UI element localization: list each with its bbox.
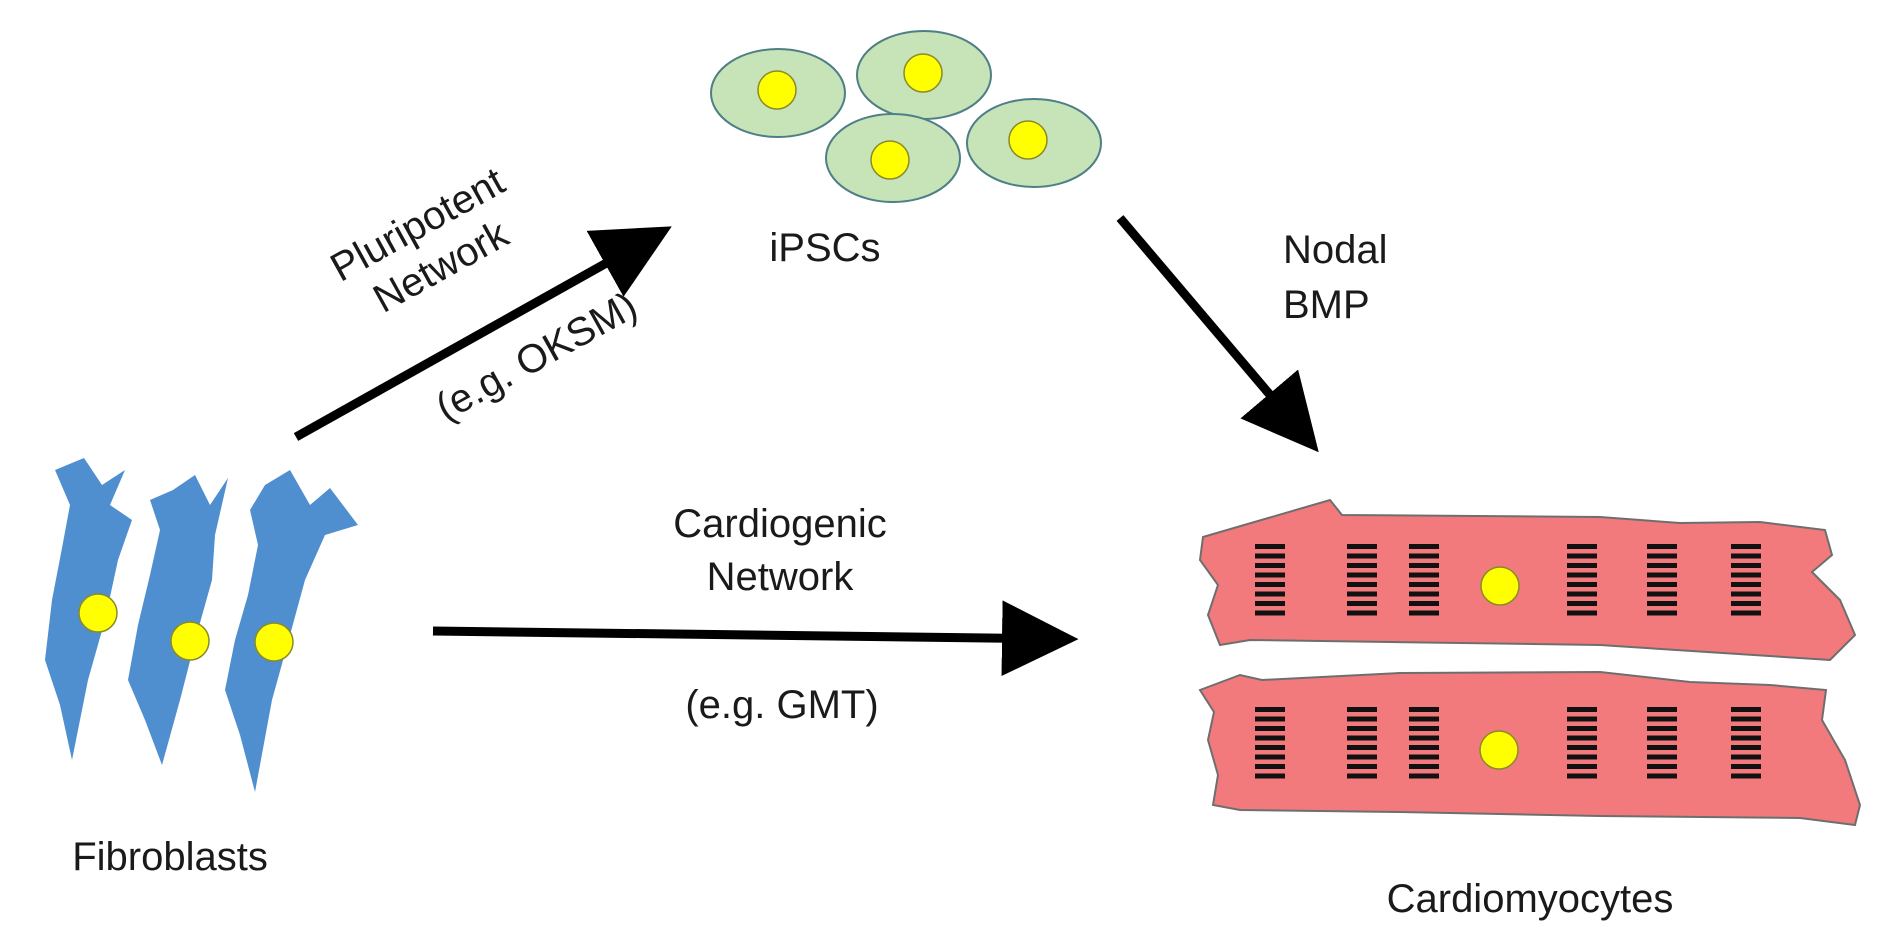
cardiogenic-arrow — [432, 600, 1079, 676]
ipsc-nucleus — [903, 53, 943, 93]
pluripotent-arrow — [293, 226, 672, 441]
sarcomere-band — [1347, 707, 1377, 779]
ipsc-nucleus — [757, 70, 797, 110]
sarcomere-band — [1731, 544, 1761, 616]
sarcomere-band — [1255, 707, 1285, 779]
cardiogenic-example-label: (e.g. GMT) — [685, 683, 878, 727]
fibroblast-cell — [225, 470, 358, 792]
fibroblast-nucleus — [170, 621, 210, 661]
sarcomere-band — [1255, 544, 1285, 616]
sarcomere-band-group — [1255, 707, 1761, 779]
cardiomyocytes-label: Cardiomyocytes — [1387, 877, 1674, 921]
sarcomere-band — [1731, 707, 1761, 779]
fibroblast-cell — [128, 475, 228, 765]
sarcomere-band — [1409, 707, 1439, 779]
fibroblasts-label: Fibroblasts — [72, 835, 268, 879]
ipsc-nucleus — [1008, 120, 1048, 160]
cardiomyocyte-cell — [1198, 498, 1857, 662]
ipsc-cluster — [710, 30, 1102, 203]
ipscs-label: iPSCs — [769, 226, 880, 270]
sarcomere-band — [1567, 544, 1597, 616]
ipsc-nucleus — [870, 140, 910, 180]
cardiomyocyte-nucleus — [1479, 730, 1519, 770]
sarcomere-band — [1347, 544, 1377, 616]
sarcomere-band-group — [1255, 544, 1761, 616]
nodal-label: Nodal — [1283, 228, 1388, 272]
sarcomere-band — [1567, 707, 1597, 779]
bmp-label: BMP — [1283, 283, 1370, 327]
fibroblast-nucleus — [254, 622, 294, 662]
sarcomere-band — [1647, 707, 1677, 779]
cardiogenic-label-line2: Network — [707, 555, 855, 599]
fibroblasts-cluster — [45, 458, 358, 792]
fibroblast-nucleus — [78, 593, 118, 633]
cardiogenic-label-line1: Cardiogenic — [673, 502, 886, 546]
differentiation-arrow — [1116, 215, 1319, 453]
cardiomyocyte-nucleus — [1480, 566, 1520, 606]
sarcomere-band — [1647, 544, 1677, 616]
sarcomere-band — [1409, 544, 1439, 616]
cardiomyocyte-cluster — [1198, 498, 1862, 827]
